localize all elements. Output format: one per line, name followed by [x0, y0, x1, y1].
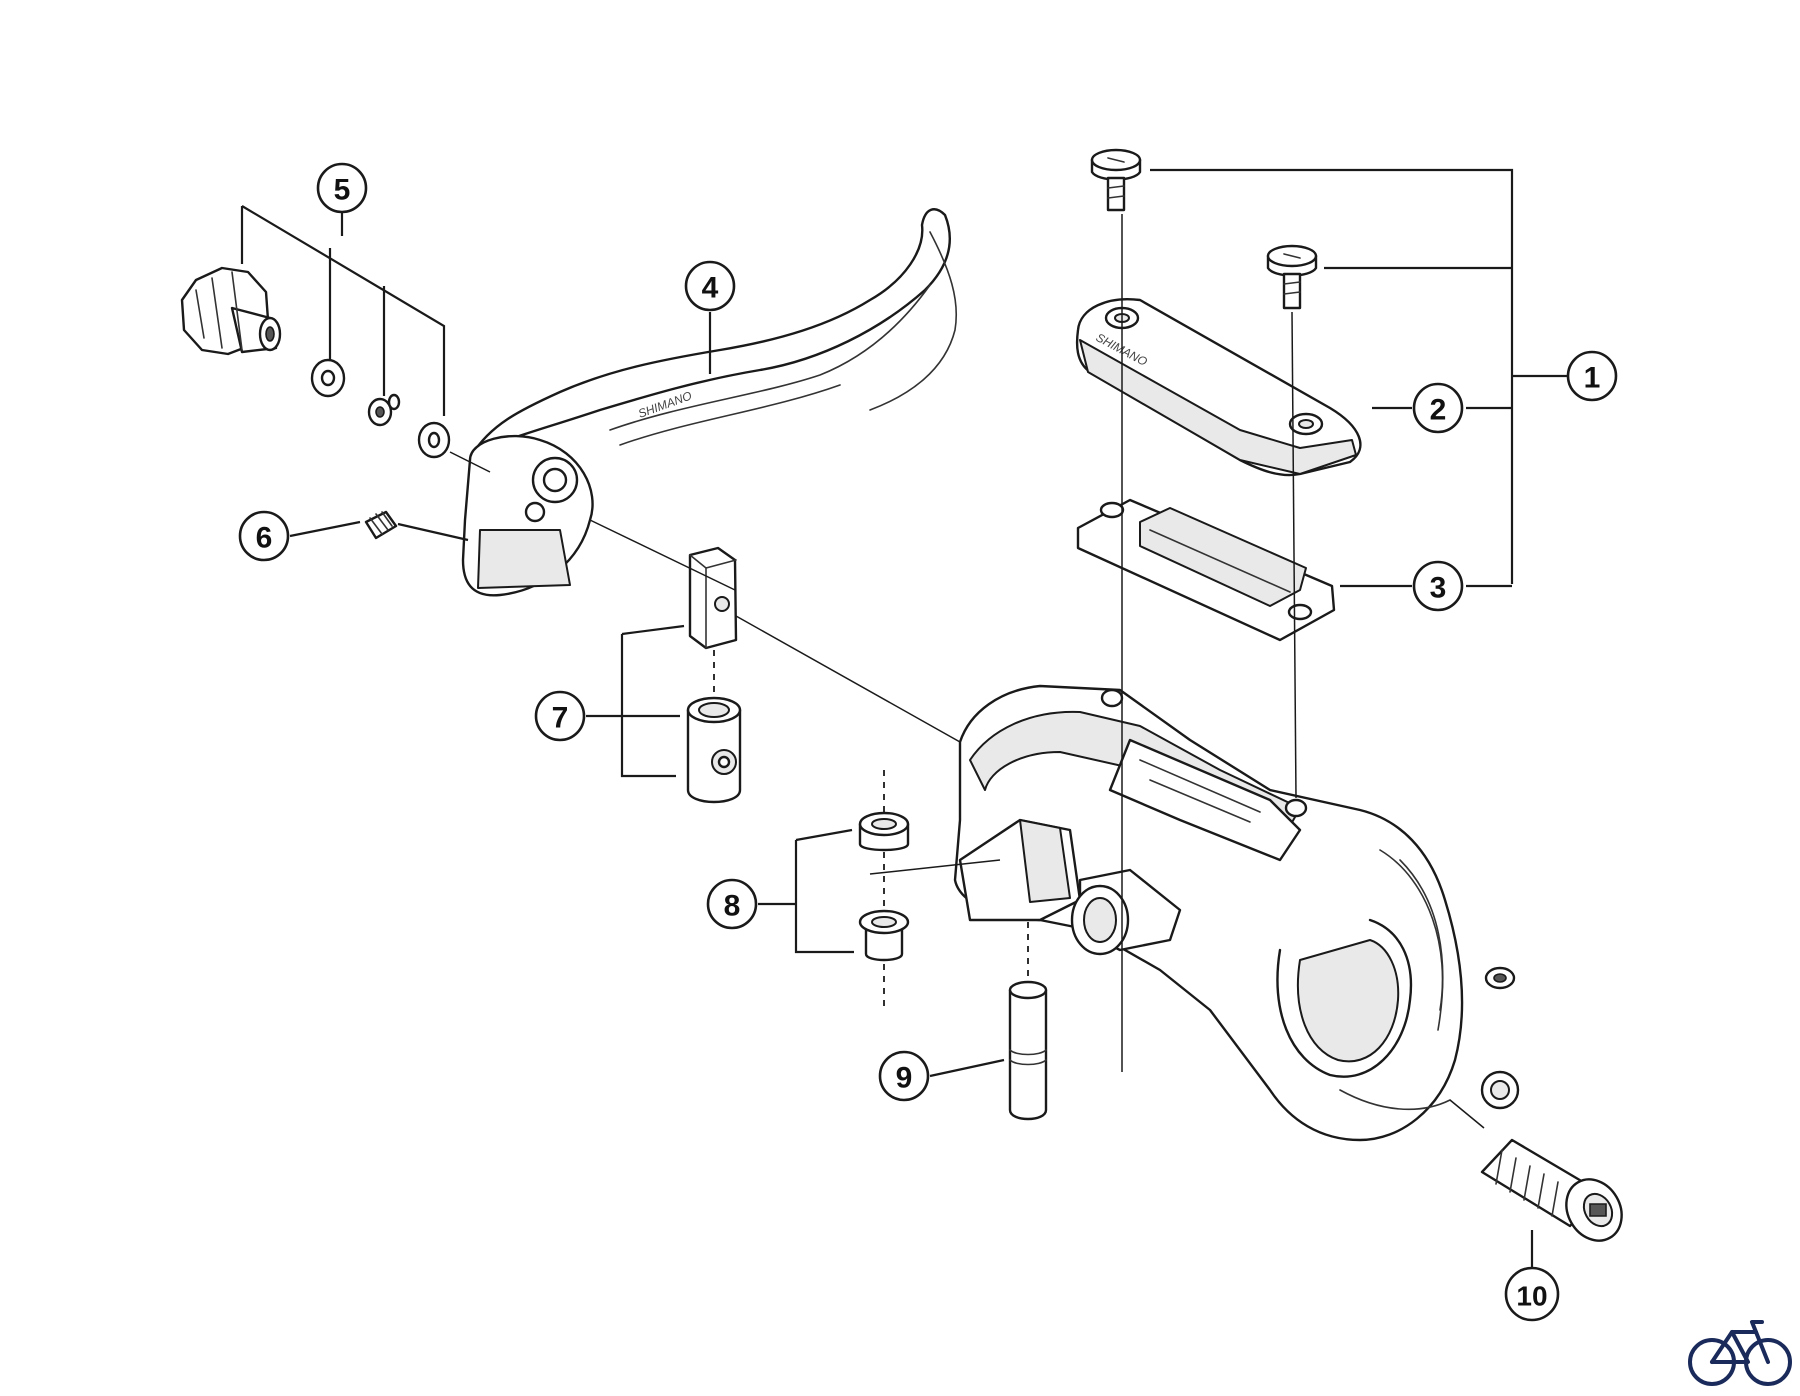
diaphragm-part	[1076, 498, 1336, 642]
bicycle-icon	[1688, 1320, 1792, 1386]
callout-label-5: 5	[334, 174, 351, 207]
callout-label-2: 2	[1430, 394, 1447, 427]
washer-part	[310, 358, 346, 398]
callout-9: 9	[878, 1050, 930, 1102]
callout-label-8: 8	[724, 890, 741, 923]
lever-body-part	[869, 684, 1520, 1142]
callout-2: 2	[1412, 382, 1464, 434]
callout-label-1: 1	[1584, 362, 1601, 395]
clamp-bolt-part	[1480, 1138, 1623, 1242]
set-screw-part	[364, 510, 398, 540]
callout-7: 7	[534, 690, 586, 742]
callout-6: 6	[238, 510, 290, 562]
callout-4: 4	[684, 260, 736, 312]
callout-label-3: 3	[1430, 572, 1447, 605]
callout-label-9: 9	[896, 1062, 913, 1095]
cover-screw-right-part	[1266, 244, 1318, 310]
callout-label-6: 6	[256, 522, 273, 555]
bushing-upper-part	[858, 811, 910, 852]
sleeve-part	[686, 696, 742, 804]
callout-label-10: 10	[1516, 1281, 1547, 1312]
callout-3: 3	[1412, 560, 1464, 612]
callout-10: 10	[1504, 1266, 1560, 1322]
pivot-pin-part	[1008, 980, 1048, 1121]
link-block-part	[688, 546, 738, 650]
reach-adjust-knob-part	[180, 266, 282, 356]
brake-lever-part: SHIMANO	[461, 208, 958, 597]
callout-label-4: 4	[702, 272, 719, 305]
spring-washer-part	[367, 393, 401, 427]
reservoir-cover-part: SHIMANO	[1075, 298, 1362, 477]
callout-5: 5	[316, 162, 368, 214]
callout-label-7: 7	[552, 702, 569, 735]
cover-screw-left-part	[1090, 148, 1142, 212]
bushing-lower-part	[858, 909, 910, 962]
callout-8: 8	[706, 878, 758, 930]
flat-washer-part	[417, 421, 451, 459]
callout-1: 1	[1566, 350, 1618, 402]
